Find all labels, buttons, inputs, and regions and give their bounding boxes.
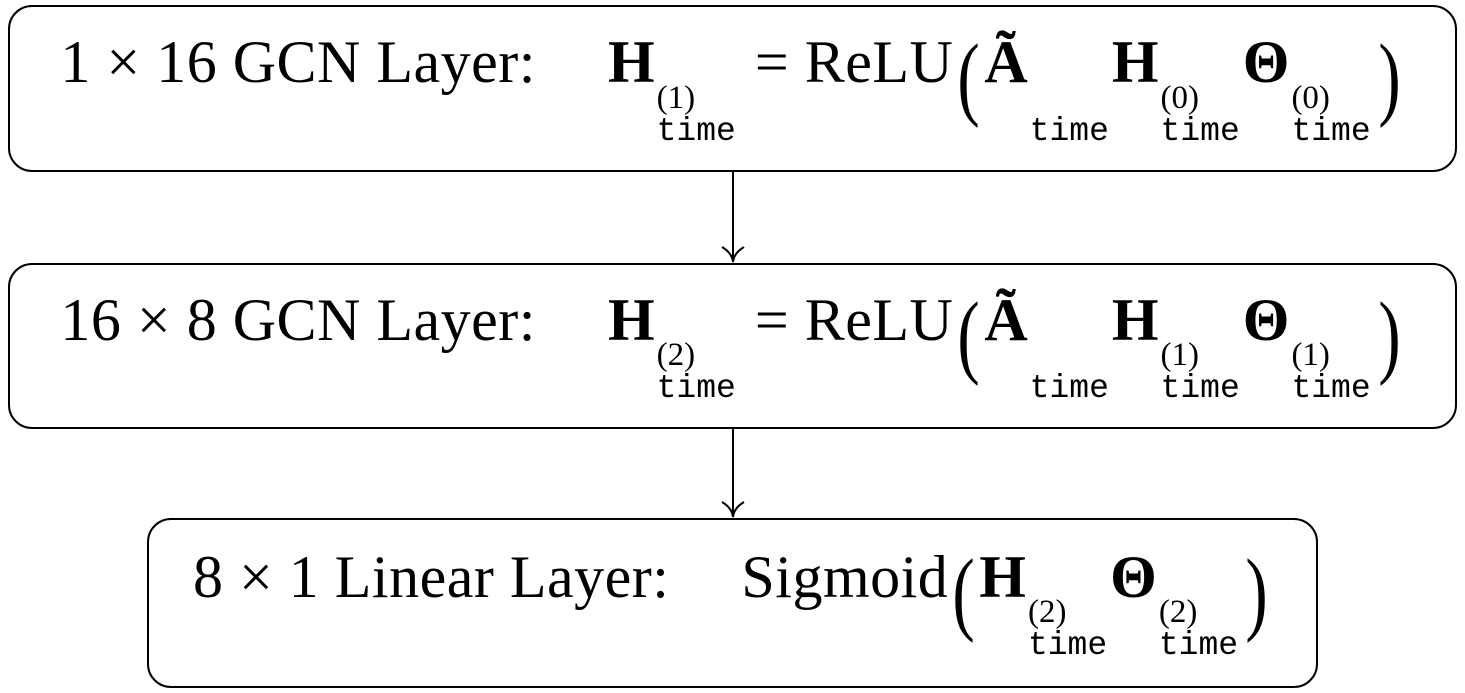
close-paren: ) bbox=[1377, 283, 1401, 387]
activation-function-name: ReLU bbox=[804, 286, 954, 353]
down-arrow-icon bbox=[721, 172, 745, 263]
subscript: time bbox=[656, 112, 736, 150]
matrix-symbol: Ã bbox=[984, 29, 1028, 96]
matrix-term: Θ(1)time bbox=[1242, 286, 1374, 405]
scripts-stack: (2)time bbox=[1027, 594, 1108, 665]
scripts-stack: (1)time bbox=[656, 79, 736, 150]
scripts-stack: (1)time bbox=[1291, 337, 1371, 408]
equals-sign: = bbox=[754, 286, 789, 353]
layer-3-label: 8 × 1 Linear Layer: bbox=[192, 543, 670, 610]
superscript bbox=[1030, 339, 1038, 372]
matrix-term: H(1)time bbox=[607, 29, 739, 147]
matrix-term: Θ(0)time bbox=[1242, 29, 1374, 147]
activation-function-name: ReLU bbox=[804, 29, 954, 96]
down-arrow-icon bbox=[721, 429, 745, 518]
close-paren: ) bbox=[1245, 540, 1268, 644]
matrix-symbol: H bbox=[1111, 286, 1159, 353]
scripts-stack: time bbox=[1030, 82, 1109, 148]
matrix-symbol: Θ bbox=[1242, 29, 1290, 96]
superscript: (2) bbox=[1158, 594, 1198, 631]
matrix-symbol: Θ bbox=[1110, 543, 1157, 610]
equals-sign: = bbox=[754, 29, 789, 96]
scripts-stack: (0)time bbox=[1291, 79, 1371, 150]
superscript: (1) bbox=[656, 79, 696, 116]
superscript: (1) bbox=[1160, 337, 1200, 374]
subscript: time bbox=[656, 370, 736, 408]
superscript: (2) bbox=[656, 337, 696, 374]
superscript bbox=[1030, 82, 1038, 115]
subscript: time bbox=[1029, 370, 1109, 408]
open-paren: ( bbox=[957, 283, 980, 387]
open-paren: ( bbox=[957, 26, 980, 130]
formula-lhs: H(2)time bbox=[607, 286, 739, 405]
superscript: (0) bbox=[1160, 79, 1200, 116]
matrix-symbol: Ã bbox=[984, 286, 1028, 353]
matrix-symbol: H bbox=[1111, 29, 1159, 96]
layer-2-label: 16 × 8 GCN Layer: bbox=[60, 286, 536, 353]
layer-1-label: 1 × 16 GCN Layer: bbox=[60, 29, 536, 96]
subscript: time bbox=[1029, 112, 1109, 150]
matrix-term: H(2)time bbox=[979, 543, 1110, 662]
subscript: time bbox=[1158, 627, 1239, 665]
superscript: (2) bbox=[1027, 594, 1067, 631]
scripts-stack: (2)time bbox=[1158, 594, 1239, 665]
scripts-stack: time bbox=[1030, 339, 1109, 405]
activation-function-name: Sigmoid bbox=[741, 543, 949, 610]
scripts-stack: (1)time bbox=[1160, 337, 1240, 408]
matrix-term: Θ(2)time bbox=[1110, 543, 1241, 662]
matrix-symbol: H bbox=[979, 543, 1026, 610]
matrix-symbol: H bbox=[607, 286, 655, 353]
subscript: time bbox=[1160, 370, 1240, 408]
scripts-stack: (0)time bbox=[1160, 79, 1240, 150]
formula-lhs: H(1)time bbox=[607, 29, 739, 147]
subscript: time bbox=[1291, 112, 1371, 150]
close-paren: ) bbox=[1377, 26, 1401, 130]
matrix-term: Ã time bbox=[984, 286, 1112, 405]
subscript: time bbox=[1291, 370, 1371, 408]
superscript: (1) bbox=[1291, 337, 1330, 374]
subscript: time bbox=[1027, 627, 1108, 665]
matrix-term: H(2)time bbox=[607, 286, 739, 405]
matrix-symbol: H bbox=[607, 29, 655, 96]
subscript: time bbox=[1160, 112, 1240, 150]
matrix-term: Ã time bbox=[984, 29, 1112, 147]
matrix-term: H(1)time bbox=[1111, 286, 1243, 405]
matrix-symbol: Θ bbox=[1242, 286, 1290, 353]
open-paren: ( bbox=[952, 540, 975, 644]
matrix-term: H(0)time bbox=[1111, 29, 1243, 147]
superscript: (0) bbox=[1291, 79, 1330, 116]
scripts-stack: (2)time bbox=[656, 337, 736, 408]
